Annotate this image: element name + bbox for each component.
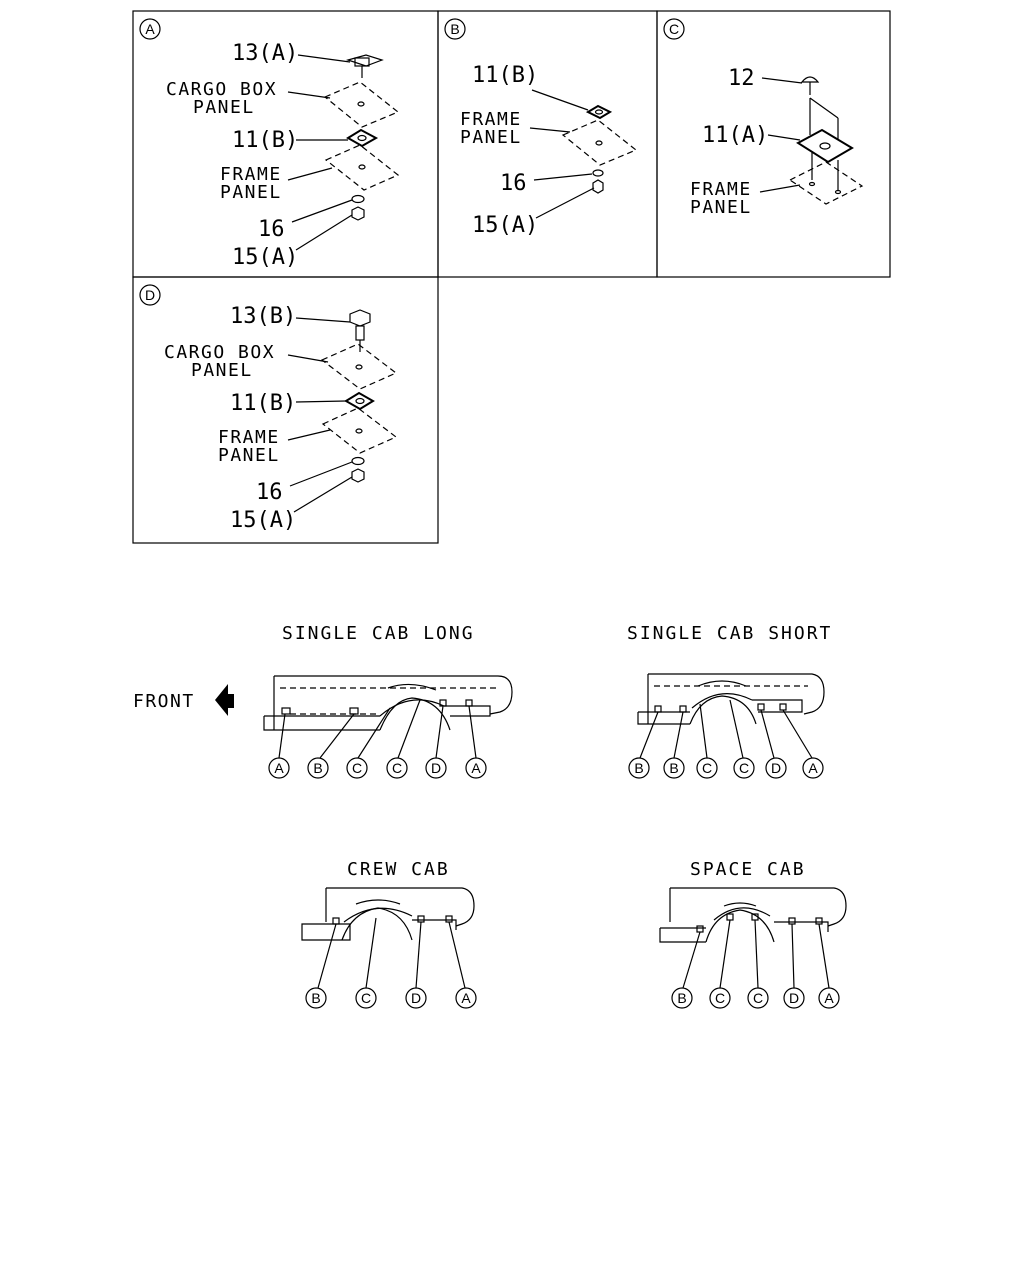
panel-c-plate-label: 11(A) — [702, 123, 768, 148]
panel-c-frame-line2: PANEL — [690, 197, 752, 218]
crew-title: CREW CAB — [347, 859, 450, 880]
panel-a-cargo-line2: PANEL — [193, 97, 255, 118]
view-space-cab: SPACE CAB B C C D A — [659, 859, 847, 1009]
view-crew-cab: CREW CAB B C D A — [301, 859, 477, 1009]
panel-d-frame-line1: FRAME — [218, 427, 280, 448]
panel-a-frame-line1: FRAME — [220, 164, 282, 185]
panel-b-frame-line2: PANEL — [460, 127, 522, 148]
space-marker-5: A — [824, 990, 834, 1006]
single-short-marker-3: C — [702, 760, 712, 776]
single-short-marker-5: D — [771, 760, 781, 776]
crew-marker-2: C — [361, 990, 371, 1006]
space-marker-2: C — [715, 990, 725, 1006]
panel-d-washer-label: 16 — [256, 480, 283, 505]
panel-b-nut-label: 15(A) — [472, 213, 538, 238]
panel-b-frame-line1: FRAME — [460, 109, 522, 130]
panel-b-tag: B — [450, 21, 459, 37]
crew-marker-3: D — [411, 990, 421, 1006]
panel-b-washer-label: 16 — [500, 171, 527, 196]
panel-b-plate-label: 11(B) — [472, 63, 538, 88]
single-short-marker-6: A — [808, 760, 818, 776]
panel-d-cargo-line1: CARGO BOX — [164, 342, 275, 363]
panel-a-cargo-line1: CARGO BOX — [166, 79, 277, 100]
panel-d-nut-label: 15(A) — [230, 508, 296, 533]
space-marker-1: B — [677, 990, 686, 1006]
single-long-marker-1: A — [274, 760, 284, 776]
single-short-title: SINGLE CAB SHORT — [627, 623, 832, 644]
view-single-cab-short: SINGLE CAB SHORT B B C C D A — [627, 623, 832, 779]
space-title: SPACE CAB — [690, 859, 806, 880]
single-short-marker-4: C — [739, 760, 749, 776]
panel-d-frame-line2: PANEL — [218, 445, 280, 466]
panel-c: C 12 11(A) FRAME PANEL — [663, 18, 864, 218]
single-long-marker-2: B — [313, 760, 322, 776]
panel-b: B 11(B) FRAME PANEL 16 15(A) — [444, 18, 638, 238]
crew-marker-1: B — [311, 990, 320, 1006]
panel-a-nut-label: 15(A) — [232, 245, 298, 270]
panel-c-frame-line1: FRAME — [690, 179, 752, 200]
panel-d-plate-label: 11(B) — [230, 391, 296, 416]
front-indicator: FRONT — [133, 684, 234, 716]
single-long-marker-5: D — [431, 760, 441, 776]
panel-d-cargo-line2: PANEL — [191, 360, 253, 381]
panel-c-tag: C — [669, 21, 679, 37]
single-long-marker-4: C — [392, 760, 402, 776]
front-arrow-icon — [215, 684, 234, 716]
single-long-marker-6: A — [471, 760, 481, 776]
panel-a-washer-label: 16 — [258, 217, 285, 242]
single-long-marker-3: C — [352, 760, 362, 776]
single-long-title: SINGLE CAB LONG — [282, 623, 475, 644]
space-marker-4: D — [789, 990, 799, 1006]
single-short-marker-2: B — [669, 760, 678, 776]
panel-d-bolt-label: 13(B) — [230, 304, 296, 329]
panel-d-tag: D — [145, 287, 155, 303]
panel-a-bolt-label: 13(A) — [232, 41, 298, 66]
panel-a-frame-line2: PANEL — [220, 182, 282, 203]
front-label: FRONT — [133, 691, 195, 712]
crew-marker-4: A — [461, 990, 471, 1006]
panel-c-frame — [656, 10, 891, 278]
panel-a-tag: A — [145, 21, 155, 37]
panel-d: D 13(B) CARGO BOX PANEL 11(B) FRAME PANE… — [139, 284, 398, 533]
space-marker-3: C — [753, 990, 763, 1006]
panel-a: A 13(A) CARGO BOX PANEL 11(B) FRAME PANE… — [139, 18, 400, 270]
view-single-cab-long: SINGLE CAB LONG A B C C D A — [263, 623, 513, 779]
single-short-marker-1: B — [634, 760, 643, 776]
panel-d-frame — [132, 276, 439, 544]
panel-c-screw-label: 12 — [728, 66, 755, 91]
panel-a-plate-label: 11(B) — [232, 128, 298, 153]
